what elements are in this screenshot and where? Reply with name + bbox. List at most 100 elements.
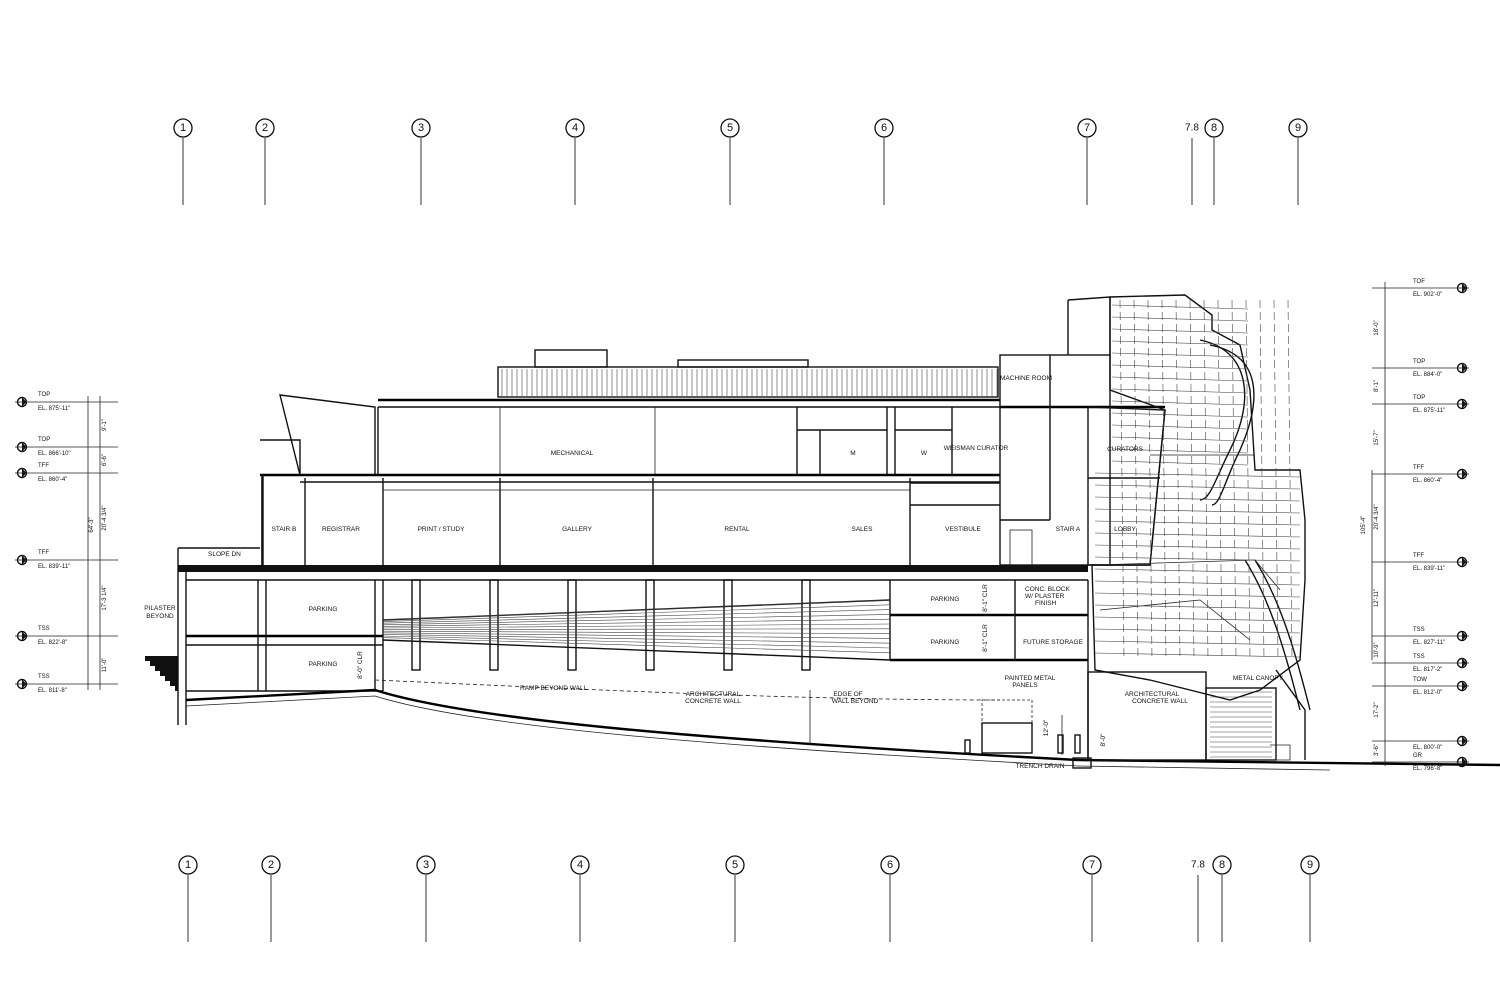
note-conc-block-1: CONC. BLOCK bbox=[1025, 586, 1070, 593]
room-parking-lower: PARKING bbox=[309, 661, 338, 668]
svg-text:EL. 860'-4": EL. 860'-4" bbox=[1413, 478, 1442, 484]
grid-label: 6 bbox=[887, 859, 893, 871]
grid-label: 7.8 bbox=[1185, 123, 1199, 134]
grid-bubble-5: 5 bbox=[720, 118, 740, 205]
annotation-notes: SLOPE DN PILASTER BEYOND CONC. BLOCK W/ … bbox=[144, 551, 1283, 770]
room-machine-room: MACHINE ROOM bbox=[1000, 375, 1052, 382]
grid-label: 8 bbox=[1211, 122, 1217, 134]
svg-text:EL. 860'-4": EL. 860'-4" bbox=[38, 477, 67, 483]
level-marker-left: TSS EL. 822'-8" bbox=[15, 626, 118, 646]
note-painted-metal-2: PANELS bbox=[1012, 682, 1038, 689]
note-clr-2: 8'-1" CLR bbox=[982, 624, 989, 652]
grid-bubble-7: 7 bbox=[1077, 118, 1097, 205]
note-trench-drain: TRENCH DRAIN bbox=[1015, 763, 1064, 770]
grid-bubble-2: 2 bbox=[261, 855, 281, 942]
svg-text:TSS: TSS bbox=[38, 626, 50, 632]
room-parking-upper: PARKING bbox=[309, 606, 338, 613]
room-registrar: REGISTRAR bbox=[322, 526, 360, 533]
note-arch-concrete-2: CONCRETE WALL bbox=[685, 698, 741, 705]
grid-bubble-8: 8 bbox=[1212, 855, 1232, 942]
level-marker-left: TSS EL. 811'-8" bbox=[15, 674, 118, 694]
svg-text:TOP: TOP bbox=[1413, 359, 1425, 365]
note-edge-wall-2: WALL BEYOND bbox=[832, 698, 879, 705]
room-mechanical: MECHANICAL bbox=[551, 450, 594, 457]
svg-text:TSS: TSS bbox=[1413, 654, 1425, 660]
note-pilaster: PILASTER bbox=[144, 605, 176, 612]
grid-label: 2 bbox=[268, 859, 274, 871]
dim-left: 11'-0" bbox=[102, 658, 108, 673]
svg-text:TOW: TOW bbox=[1413, 677, 1427, 683]
ramp-column bbox=[645, 579, 655, 671]
grid-label: 4 bbox=[572, 122, 578, 134]
note-clr-1: 8'-1" CLR bbox=[982, 584, 989, 612]
note-conc-block-3: FINISH bbox=[1035, 600, 1057, 607]
ramp-column bbox=[801, 579, 811, 671]
svg-text:TOF: TOF bbox=[1413, 279, 1425, 285]
roof-siding-hatch bbox=[501, 369, 998, 396]
svg-text:GR: GR bbox=[1413, 753, 1423, 759]
svg-text:TOP: TOP bbox=[38, 437, 50, 443]
dim-left: 6'-6" bbox=[102, 454, 108, 466]
room-vestibule: VESTIBULE bbox=[945, 526, 981, 533]
roof-penthouse-1 bbox=[534, 349, 608, 368]
dim-right: 105'-4" bbox=[1361, 516, 1367, 535]
dim-right: 20'-4 3/4" bbox=[1374, 504, 1380, 529]
grid-bubble-4: 4 bbox=[565, 118, 585, 205]
dim-right: 10'-9" bbox=[1374, 642, 1380, 657]
room-gallery: GALLERY bbox=[562, 526, 593, 533]
dim-right: 15'-7" bbox=[1374, 430, 1380, 445]
svg-text:EL. 884'-0": EL. 884'-0" bbox=[1413, 372, 1442, 378]
site-steps bbox=[145, 656, 178, 691]
note-painted-metal-1: PAINTED METAL bbox=[1005, 675, 1056, 682]
left-prow bbox=[279, 394, 376, 476]
ramp-column bbox=[567, 579, 577, 671]
dim-right: 12'-11" bbox=[1374, 589, 1380, 607]
svg-text:EL. 822'-8": EL. 822'-8" bbox=[38, 640, 67, 646]
room-w: W bbox=[921, 450, 928, 457]
dim-left: 64'-3" bbox=[89, 517, 95, 532]
ramp-hatch bbox=[382, 599, 891, 654]
stair-tower bbox=[999, 354, 1111, 566]
level-marker-right: EL. 800'-0" bbox=[1372, 735, 1469, 751]
grid-bubble-8: 8 bbox=[1204, 118, 1224, 205]
grid-bubble-9: 9 bbox=[1288, 118, 1308, 205]
grid-label: 5 bbox=[727, 122, 733, 134]
grid-bubble-6: 6 bbox=[880, 855, 900, 942]
grid-label: 2 bbox=[262, 122, 268, 134]
svg-text:TSS: TSS bbox=[1413, 627, 1425, 633]
note-arch-concrete-r2: CONCRETE WALL bbox=[1132, 698, 1188, 705]
room-print-study: PRINT / STUDY bbox=[418, 526, 465, 533]
grid-label: 7.8 bbox=[1191, 860, 1205, 871]
grid-bubble-6: 6 bbox=[874, 118, 894, 205]
grid-bubble-7-8: 7.8 bbox=[1191, 860, 1205, 942]
room-parking-right-upper: PARKING bbox=[931, 596, 960, 603]
svg-text:EL. 827'-11": EL. 827'-11" bbox=[1413, 640, 1445, 646]
loading-door-hatch bbox=[1210, 691, 1272, 758]
grid-label: 9 bbox=[1295, 122, 1301, 134]
roof-penthouse-2 bbox=[677, 359, 809, 368]
svg-text:TFF: TFF bbox=[1413, 553, 1424, 559]
grid-label: 6 bbox=[881, 122, 887, 134]
grid-bubble-4: 4 bbox=[570, 855, 590, 942]
dim-right: 8'-1" bbox=[1374, 380, 1380, 392]
note-metal-canopy: METAL CANOPY bbox=[1233, 675, 1284, 682]
room-sales: SALES bbox=[852, 526, 874, 533]
svg-text:TSS: TSS bbox=[38, 674, 50, 680]
roof-screen bbox=[497, 366, 999, 398]
svg-text:EL. 811'-8": EL. 811'-8" bbox=[38, 688, 67, 694]
room-stair-b: STAIR B bbox=[272, 526, 297, 533]
note-dim-12: 12'-0" bbox=[1043, 719, 1050, 736]
room-weisman-curator: WEISMAN CURATOR bbox=[944, 445, 1009, 452]
svg-text:EL. 875'-11": EL. 875'-11" bbox=[38, 406, 70, 412]
svg-text:EL. 800'-0": EL. 800'-0" bbox=[1413, 745, 1442, 751]
note-edge-wall-1: EDGE OF bbox=[833, 691, 862, 698]
svg-text:TFF: TFF bbox=[1413, 465, 1424, 471]
svg-text:EL. 866'-10": EL. 866'-10" bbox=[38, 451, 71, 457]
room-curators: CURATORS bbox=[1107, 446, 1144, 453]
grid-bubble-1: 1 bbox=[173, 118, 193, 205]
